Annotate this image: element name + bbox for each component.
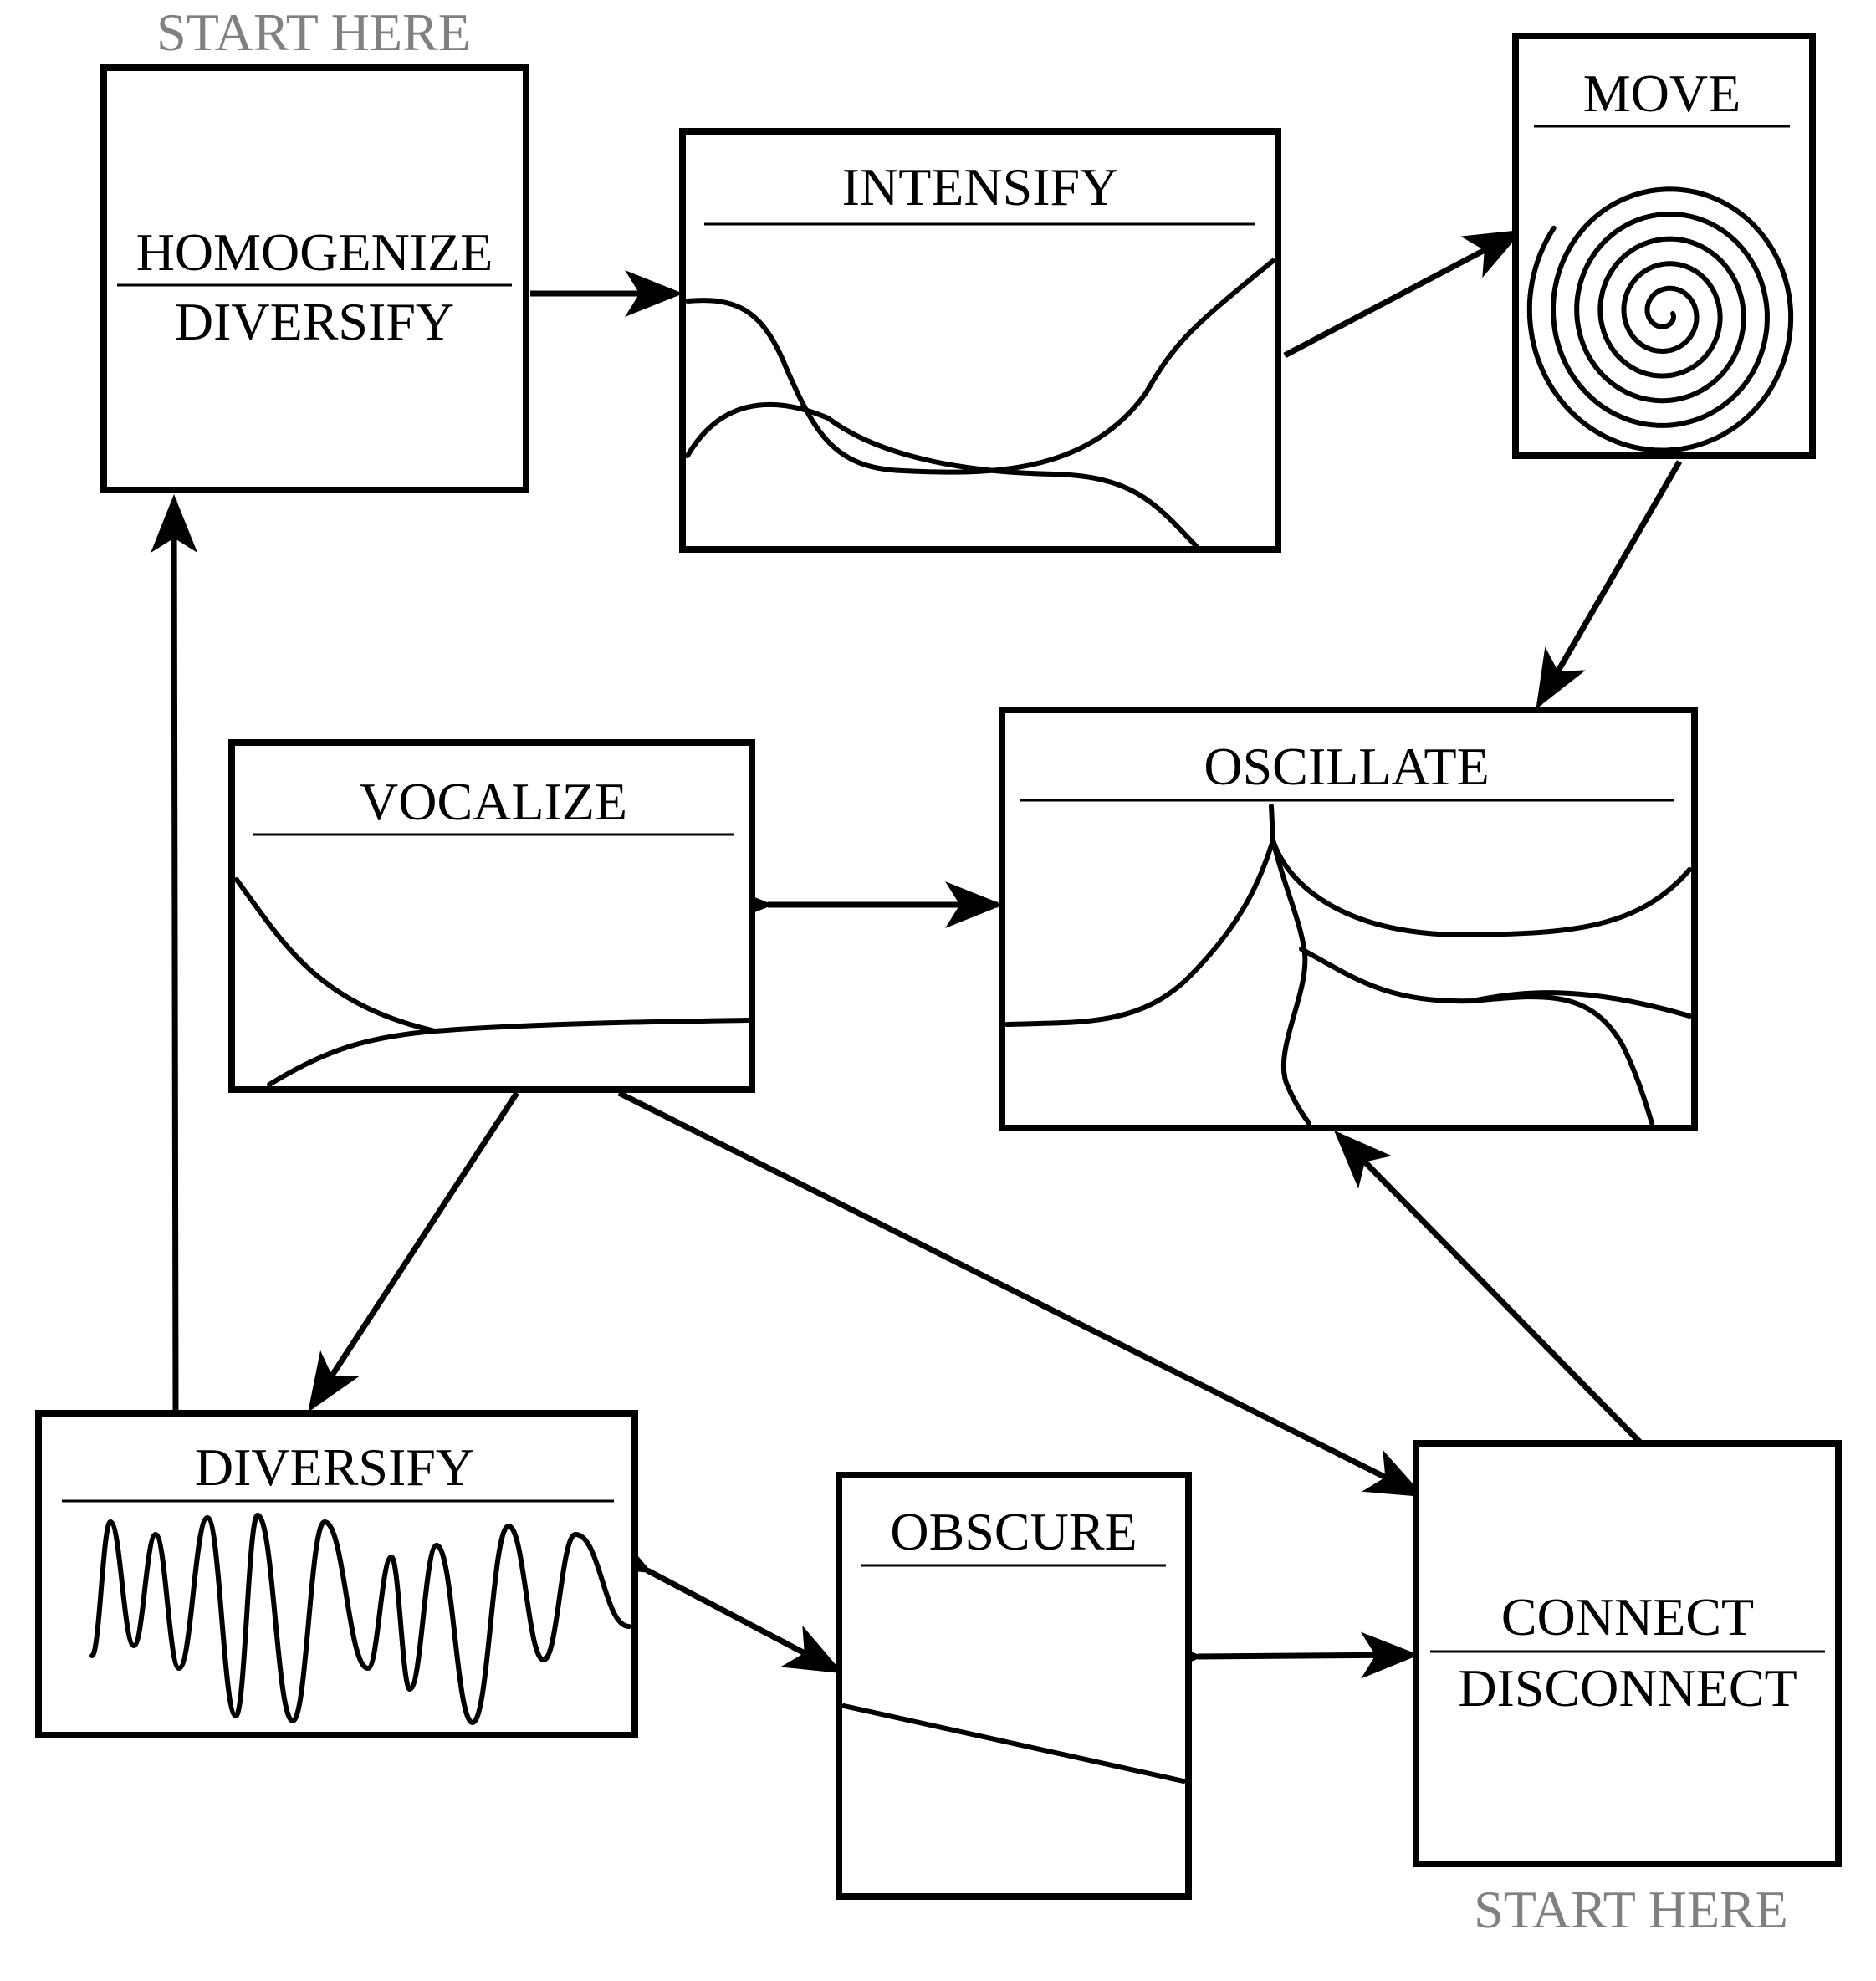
oscillate-curve-1 xyxy=(1004,804,1275,1027)
arrow-diversify-obscure xyxy=(590,1524,844,1674)
node-homogenize-label-bottom: DIVERSIFY xyxy=(175,292,454,351)
node-connect-label-bottom: DISCONNECT xyxy=(1458,1658,1797,1718)
intensify-curve-1 xyxy=(685,258,1275,475)
node-obscure: OBSCURE xyxy=(836,1472,1192,1900)
oscillate-curve-4 xyxy=(1299,947,1654,1126)
start-label-top: START HERE xyxy=(156,3,471,62)
node-connect-label-top: CONNECT xyxy=(1501,1587,1754,1647)
arrow-vocalize-to-connect xyxy=(617,1090,1425,1498)
vocalize-curve-1 xyxy=(234,877,437,1034)
node-diversify-label: DIVERSIFY xyxy=(195,1437,474,1497)
arrow-intensify-to-move xyxy=(1283,229,1524,359)
node-move-label: MOVE xyxy=(1583,64,1741,123)
start-label-bottom: START HERE xyxy=(1474,1880,1788,1939)
node-homogenize-label-top: HOMOGENIZE xyxy=(136,222,493,282)
node-diversify: DIVERSIFY xyxy=(35,1410,638,1738)
node-oscillate: OSCILLATE xyxy=(999,707,1698,1131)
oscillate-curve-5 xyxy=(1470,990,1692,1019)
arrow-obscure-connect xyxy=(1144,1631,1419,1681)
intensify-curve-2 xyxy=(685,401,1200,550)
node-intensify: INTENSIFY xyxy=(679,128,1281,553)
node-vocalize-label: VOCALIZE xyxy=(360,772,627,831)
node-obscure-label: OBSCURE xyxy=(890,1502,1137,1561)
vocalize-curve-2 xyxy=(267,1018,751,1087)
node-vocalize: VOCALIZE xyxy=(228,739,755,1093)
node-move: MOVE xyxy=(1512,33,1816,459)
oscillate-curve-3 xyxy=(1270,838,1311,1126)
arrow-vocalize-to-diversify xyxy=(308,1091,519,1412)
node-intensify-label: INTENSIFY xyxy=(842,157,1119,217)
oscillate-curve-2 xyxy=(1270,838,1692,938)
node-homogenize-diversify: HOMOGENIZE DIVERSIFY xyxy=(100,64,529,493)
arrow-diversify-to-homogenize xyxy=(151,494,198,1414)
connectors xyxy=(151,229,1683,1681)
obscure-line xyxy=(841,1703,1186,1784)
node-oscillate-label: OSCILLATE xyxy=(1204,737,1489,796)
arrow-move-to-oscillate xyxy=(1536,460,1683,710)
diversify-wave xyxy=(89,1513,631,1725)
node-connect-disconnect: CONNECT DISCONNECT xyxy=(1413,1440,1842,1867)
arrow-connect-to-oscillate xyxy=(1334,1131,1649,1451)
move-spiral xyxy=(1526,186,1794,453)
